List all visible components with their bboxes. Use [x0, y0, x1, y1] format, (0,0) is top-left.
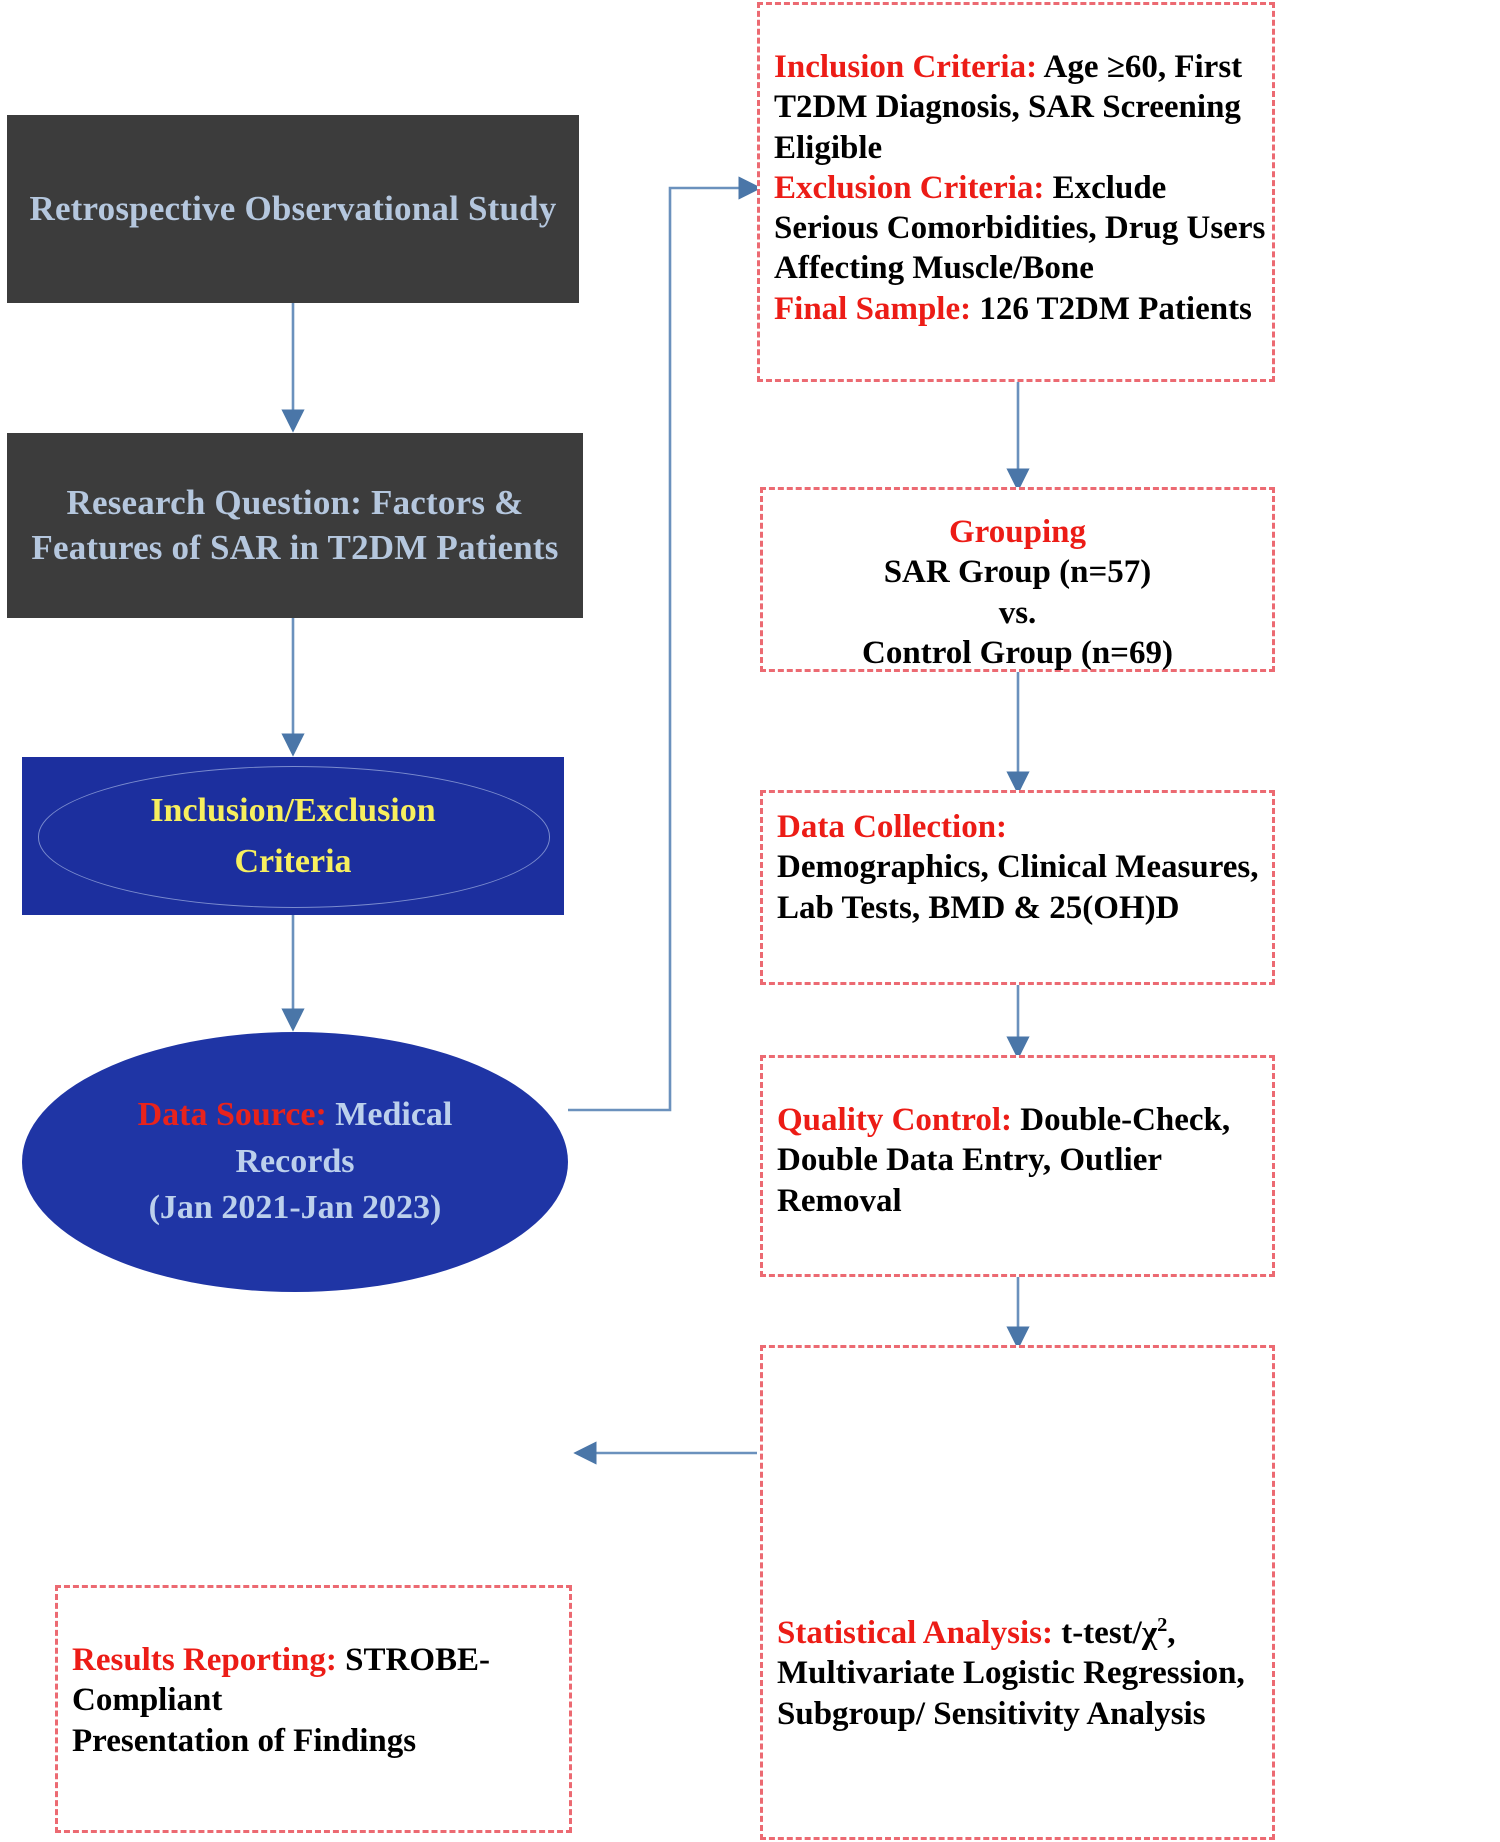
inclusion-criteria-text: Age ≥60, First T2DM Diagnosis, SAR Scree…: [774, 49, 1243, 166]
quality-control-label: Quality Control:: [777, 1102, 1012, 1138]
grouping-line1: SAR Group (n=57): [883, 554, 1152, 591]
statistical-analysis-text-b: , Multivariate Logistic Regression, Subg…: [777, 1615, 1245, 1732]
exclusion-criteria-text: Exclude Serious Comorbidities, Drug User…: [774, 169, 1266, 287]
research-question-box[interactable]: Research Question: Factors & Features of…: [7, 433, 583, 618]
data-source-ellipse[interactable]: Data Source: Medical Records (Jan 2021-J…: [22, 1032, 568, 1292]
criteria-detail-box[interactable]: Inclusion Criteria: Age ≥60, First T2DM …: [757, 2, 1275, 382]
research-question-line2: Features of SAR in T2DM Patients: [31, 527, 559, 567]
results-reporting-line2: Compliant: [72, 1682, 223, 1719]
data-collection-text: Demographics, Clinical Measures, Lab Tes…: [777, 849, 1259, 926]
grouping-line3: Control Group (n=69): [862, 634, 1173, 671]
criteria-line1: Inclusion/Exclusion: [150, 792, 436, 829]
quality-control-text: Double-Check, Double Data Entry, Outlier…: [777, 1102, 1231, 1219]
grouping-line2: vs.: [998, 594, 1037, 631]
criteria-box-text: Inclusion/Exclusion Criteria: [150, 785, 435, 887]
criteria-line2: Criteria: [234, 843, 352, 880]
study-type-box[interactable]: Retrospective Observational Study: [7, 115, 579, 303]
data-collection-box[interactable]: Data Collection: Demographics, Clinical …: [760, 790, 1275, 985]
results-reporting-rest1: STROBE-: [336, 1642, 491, 1678]
study-type-label: Retrospective Observational Study: [29, 188, 557, 228]
final-sample-text: 126 T2DM Patients: [971, 290, 1252, 327]
exclusion-criteria-label: Exclusion Criteria:: [774, 169, 1045, 206]
data-source-text: Data Source: Medical Records (Jan 2021-J…: [138, 1092, 453, 1233]
inclusion-exclusion-criteria-box[interactable]: Inclusion/Exclusion Criteria: [22, 757, 564, 915]
statistical-analysis-text-a: t-test/χ: [1052, 1615, 1158, 1651]
statistical-analysis-label: Statistical Analysis:: [777, 1615, 1053, 1651]
research-question-line1: Research Question: Factors &: [66, 482, 524, 522]
data-collection-label: Data Collection:: [777, 809, 1008, 845]
data-source-rest1: Medical: [326, 1095, 453, 1133]
grouping-box[interactable]: Grouping SAR Group (n=57) vs. Control Gr…: [760, 487, 1275, 672]
chi-square-superscript: 2: [1157, 1614, 1168, 1636]
grouping-title: Grouping: [949, 514, 1086, 550]
results-reporting-label: Results Reporting:: [72, 1642, 337, 1678]
data-source-label: Data Source:: [137, 1095, 327, 1133]
data-source-line2: Records: [235, 1142, 355, 1180]
results-reporting-box[interactable]: Results Reporting: STROBE- Compliant Pre…: [55, 1585, 572, 1833]
statistical-analysis-box[interactable]: Statistical Analysis: t-test/χ2, Multiva…: [760, 1345, 1275, 1840]
data-source-line3: (Jan 2021-Jan 2023): [148, 1189, 442, 1227]
results-reporting-line3: Presentation of Findings: [72, 1722, 417, 1759]
quality-control-box[interactable]: Quality Control: Double-Check, Double Da…: [760, 1055, 1275, 1277]
final-sample-label: Final Sample:: [774, 290, 972, 327]
inclusion-criteria-label: Inclusion Criteria:: [774, 49, 1038, 85]
